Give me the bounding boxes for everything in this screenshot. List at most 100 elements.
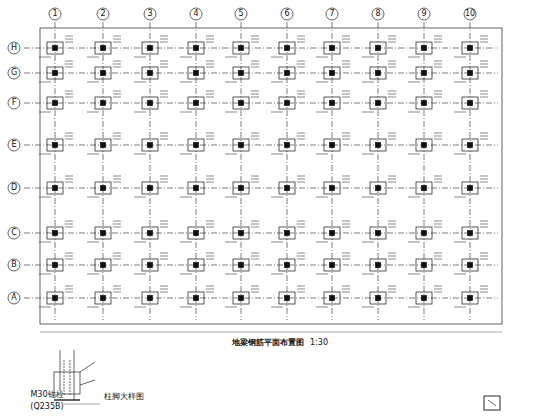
rebar-mark	[87, 112, 99, 113]
axis-letter: H	[11, 44, 17, 52]
footing	[279, 227, 295, 239]
column	[239, 231, 244, 236]
rebar-mark	[160, 36, 168, 37]
rebar-mark	[297, 133, 305, 134]
rebar-mark	[388, 227, 396, 228]
footing	[370, 42, 386, 54]
rebar-mark	[39, 274, 51, 275]
column	[376, 296, 381, 301]
rebar-mark	[388, 256, 396, 257]
rebar-mark	[342, 136, 350, 137]
rebar-mark	[113, 224, 121, 225]
rebar-mark	[251, 64, 259, 65]
rebar-mark	[388, 179, 396, 180]
axis-bubble	[8, 292, 20, 304]
rebar-mark	[342, 289, 350, 290]
footing	[462, 259, 478, 271]
column	[53, 71, 58, 76]
column	[330, 231, 335, 236]
footing	[462, 227, 478, 239]
rebar-mark	[297, 286, 305, 287]
rebar-mark	[434, 256, 442, 257]
column	[285, 296, 290, 301]
rebar-mark	[316, 197, 328, 198]
column	[468, 46, 473, 51]
rebar-mark	[388, 253, 396, 254]
rebar-mark	[251, 36, 259, 37]
footing	[462, 292, 478, 304]
rebar-mark	[134, 242, 146, 243]
rebar-mark	[362, 154, 374, 155]
rebar-mark	[113, 42, 121, 43]
footing	[233, 42, 249, 54]
rebar-mark	[134, 197, 146, 198]
rebar-mark	[65, 61, 73, 62]
rebar-mark	[206, 227, 214, 228]
rebar-mark	[180, 307, 192, 308]
rebar-mark	[206, 253, 214, 254]
rebar-mark	[297, 61, 305, 62]
rebar-mark	[113, 289, 121, 290]
axis-number: 2	[100, 10, 105, 18]
rebar-mark	[113, 221, 121, 222]
rebar-mark	[434, 224, 442, 225]
rebar-mark	[388, 67, 396, 68]
column	[194, 231, 199, 236]
footing	[416, 67, 432, 79]
footing	[142, 67, 158, 79]
detail-title: 柱脚大样图	[104, 393, 144, 401]
column	[239, 46, 244, 51]
rebar-mark	[434, 39, 442, 40]
footing	[47, 139, 63, 151]
rebar-mark	[434, 91, 442, 92]
rebar-mark	[206, 64, 214, 65]
rebar-mark	[388, 221, 396, 222]
rebar-mark	[251, 256, 259, 257]
rebar-mark	[206, 286, 214, 287]
column	[330, 71, 335, 76]
column	[101, 263, 106, 268]
rebar-mark	[480, 182, 488, 183]
column	[376, 231, 381, 236]
rebar-mark	[206, 289, 214, 290]
rebar-mark	[408, 274, 420, 275]
footing	[188, 292, 204, 304]
footing	[370, 292, 386, 304]
footing	[233, 292, 249, 304]
column	[194, 46, 199, 51]
rebar-mark	[434, 136, 442, 137]
rebar-mark	[113, 253, 121, 254]
axis-letter: D	[11, 184, 17, 192]
rebar-mark	[160, 91, 168, 92]
rebar-mark	[160, 42, 168, 43]
footing	[142, 182, 158, 194]
column	[148, 263, 153, 268]
column	[101, 46, 106, 51]
rebar-mark	[316, 112, 328, 113]
rebar-mark	[206, 42, 214, 43]
column	[468, 143, 473, 148]
rebar-mark	[39, 197, 51, 198]
rebar-mark	[434, 97, 442, 98]
rebar-mark	[113, 179, 121, 180]
footing	[188, 42, 204, 54]
rebar-mark	[297, 259, 305, 260]
rebar-mark	[65, 227, 73, 228]
rebar-mark	[113, 176, 121, 177]
rebar-mark	[160, 227, 168, 228]
axis-number: 1	[52, 10, 57, 18]
footing	[370, 227, 386, 239]
column	[194, 263, 199, 268]
footing	[324, 139, 340, 151]
rebar-mark	[206, 179, 214, 180]
rebar-mark	[251, 97, 259, 98]
column	[330, 46, 335, 51]
footing	[370, 182, 386, 194]
footing	[47, 292, 63, 304]
footing	[233, 97, 249, 109]
rebar-mark	[480, 64, 488, 65]
rebar-mark	[434, 292, 442, 293]
column	[101, 71, 106, 76]
rebar-mark	[480, 42, 488, 43]
rebar-mark	[362, 82, 374, 83]
